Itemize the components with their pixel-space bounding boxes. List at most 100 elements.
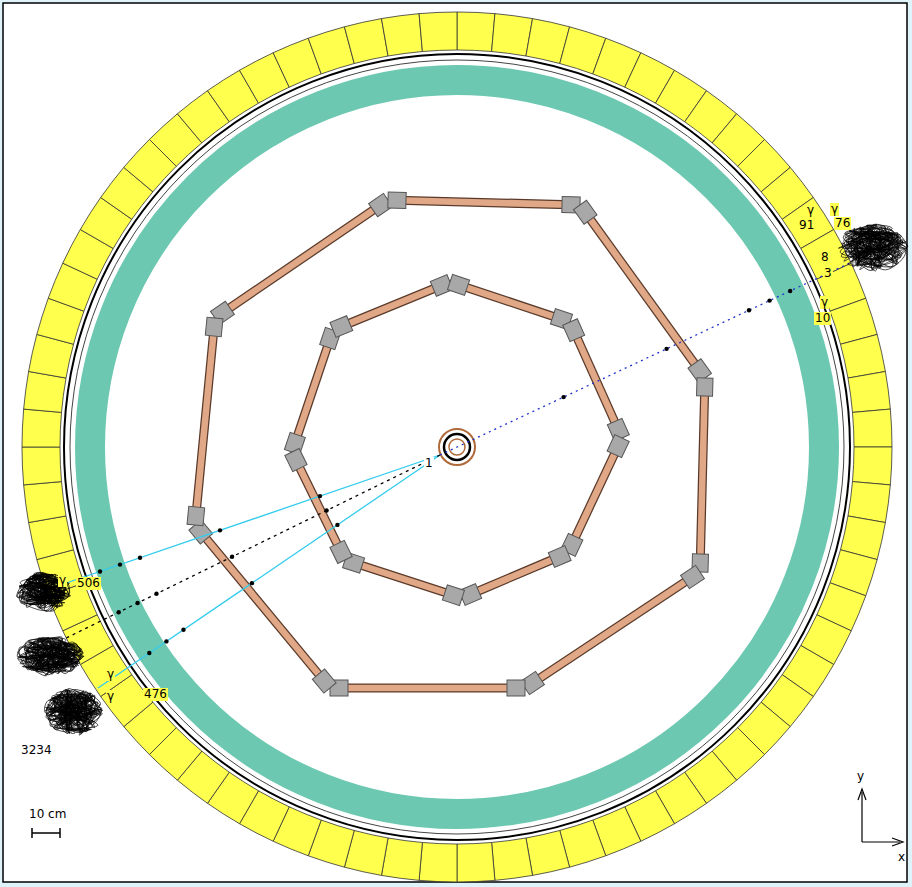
crystal-block [848, 482, 890, 523]
ladder-outline [215, 200, 388, 318]
callout-number: 91 [798, 219, 815, 232]
calorimeter-ring [22, 12, 892, 882]
readout-hybrid [563, 319, 585, 342]
crystal-block [419, 12, 457, 52]
ladder [215, 200, 388, 318]
readout-hybrid [607, 435, 629, 458]
ladder [525, 572, 700, 688]
hit-dot [147, 651, 151, 655]
callout-number: 476 [143, 688, 168, 701]
ladder-outline [525, 572, 700, 688]
track [40, 455, 440, 592]
crystal-block [852, 409, 892, 447]
readout-hybrid [507, 680, 525, 696]
ladder-outline [450, 282, 570, 322]
ladder-outline [195, 525, 330, 688]
crystal-block [344, 19, 388, 64]
ladder-outline [330, 684, 525, 693]
readout-hybrid [681, 565, 705, 588]
scale-bar [32, 828, 60, 838]
readout-hybrid [205, 317, 223, 336]
hit-dot [747, 308, 751, 312]
hit-dot [230, 555, 234, 559]
readout-hybrid [574, 200, 598, 224]
hit-dot [98, 569, 102, 573]
hit-dot [117, 610, 121, 614]
crystal-block [492, 14, 533, 56]
crystal-block [381, 838, 422, 880]
readout-hybrid [312, 669, 336, 693]
ladder [450, 282, 570, 322]
hit-dot [118, 562, 122, 566]
readout-hybrid [388, 192, 406, 208]
particle-symbol: γ [106, 690, 115, 703]
readout-hybrid [548, 546, 571, 568]
readout-hybrid [447, 274, 469, 295]
ladder [330, 685, 525, 692]
ladder [568, 438, 622, 553]
crystal-block [22, 447, 62, 485]
shower-hits [17, 224, 908, 735]
ladder [388, 200, 580, 205]
ladder-outline [292, 330, 333, 452]
readout-hybrid [187, 506, 205, 525]
callout-number: 506 [76, 577, 101, 590]
ladder-outline [580, 205, 705, 378]
crystal-block [22, 409, 62, 447]
hit-dot [767, 298, 771, 302]
particle-symbol: γ [58, 574, 67, 587]
ladder-outline [333, 282, 450, 330]
particle-symbol: γ [830, 203, 839, 216]
track [98, 455, 440, 688]
callout-number: 3 [823, 267, 833, 280]
hit-dot [250, 581, 254, 585]
readout-hybrid [330, 316, 353, 338]
crystal-block [457, 12, 495, 52]
crystal-block [526, 830, 570, 875]
crystal-block [419, 842, 457, 882]
shower-cluster [17, 572, 71, 611]
crystal-block [24, 371, 66, 412]
tracks [40, 262, 852, 688]
silicon-ladders [187, 192, 713, 696]
ladder [700, 378, 705, 572]
hit-dot [135, 601, 139, 605]
callout-number: 1 [424, 457, 434, 470]
ladder [195, 525, 330, 688]
ladder [570, 322, 622, 438]
ladder [580, 205, 705, 378]
hit-dot [154, 592, 158, 596]
callout-number: 76 [834, 217, 851, 230]
readout-hybrid [330, 540, 352, 563]
particle-symbol: γ [106, 668, 115, 681]
ladder [195, 318, 215, 525]
panel-frame [3, 3, 907, 882]
ladder [292, 330, 333, 452]
particle-symbol: γ [820, 296, 829, 309]
hit-dot [218, 528, 222, 532]
ladder-outline [195, 318, 215, 525]
hit-dot [788, 289, 792, 293]
shower-cluster [44, 689, 102, 736]
hit-dot [561, 395, 565, 399]
ladder-outline [700, 378, 705, 572]
scale-label: 10 cm [28, 808, 67, 821]
shower-cluster [17, 637, 84, 676]
hit-dot [164, 639, 168, 643]
readout-hybrid [697, 378, 713, 396]
hit-dot [324, 508, 328, 512]
ladder [333, 282, 450, 330]
crystal-block [840, 334, 885, 378]
crystal-block [848, 371, 890, 412]
crystal-block [29, 516, 74, 560]
readout-hybrid [442, 585, 464, 606]
hit-dot [664, 347, 668, 351]
crystal-block [492, 838, 533, 880]
crystal-block [24, 482, 66, 523]
axis-arrows [858, 789, 903, 846]
crystal-block [852, 447, 892, 485]
shower-cluster [838, 224, 907, 271]
ladder-outline [570, 322, 622, 438]
ladder-outline [568, 438, 622, 553]
